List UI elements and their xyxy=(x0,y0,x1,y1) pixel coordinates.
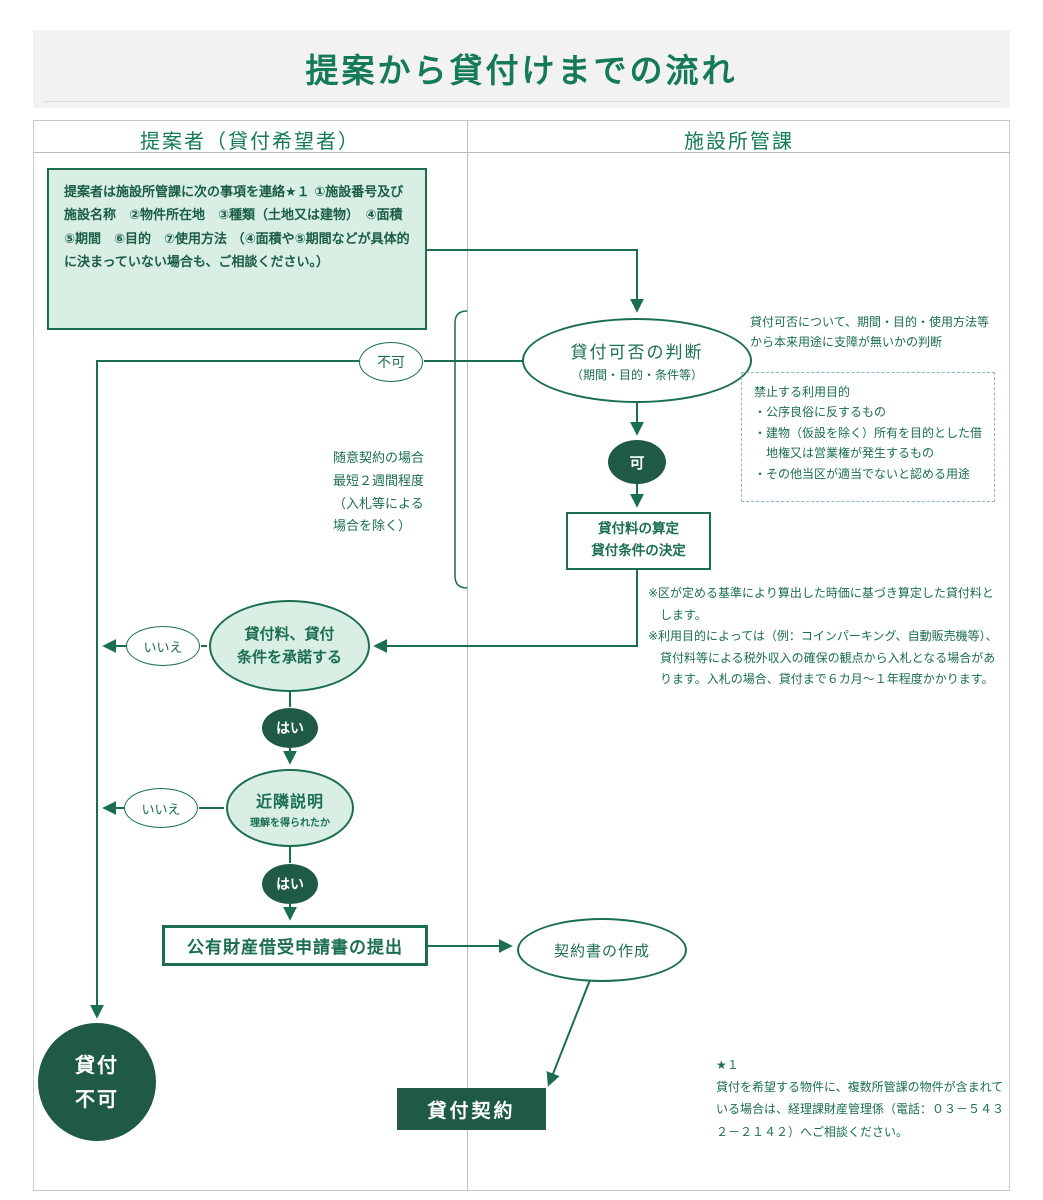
hai-node-1: はい xyxy=(262,708,318,748)
judgment-sublabel: （期間・目的・条件等） xyxy=(570,368,703,382)
column-header-proposer: 提案者（貸付希望者） xyxy=(140,129,360,153)
star-footnote-title: ★１ xyxy=(716,1058,739,1072)
fee-note-paragraph: ※利用目的によっては（例：コインパーキング、自動販売機等）、貸付料等による税外収… xyxy=(648,629,998,687)
contract-create-node: 契約書の作成 xyxy=(517,918,687,982)
hai-node-2: はい xyxy=(262,864,318,904)
contact-info-box: 提案者は施設所管課に次の事項を連絡★１ ①施設番号及び施設名称 ②物件所在地 ③… xyxy=(47,168,427,330)
fee-box-line-1: 貸付料の算定 xyxy=(598,521,679,538)
fee-box: 貸付料の算定 貸付条件の決定 xyxy=(566,512,711,570)
neighbor-sublabel: 理解を得られたか xyxy=(250,817,330,829)
column-header-department: 施設所管課 xyxy=(684,129,794,153)
neighbor-label: 近隣説明 xyxy=(255,791,324,811)
iie-node-1: いいえ xyxy=(126,626,200,666)
refused-line-1: 貸付 xyxy=(75,1053,119,1077)
judgment-node: 貸付可否の判断 （期間・目的・条件等） xyxy=(522,318,752,403)
title-underline xyxy=(43,101,1000,102)
accept-line-1: 貸付料、貸付 xyxy=(244,624,335,643)
prohibited-purposes-box: 禁止する利用目的 ・公序良俗に反するもの ・建物（仮設を除く）所有を目的とした借… xyxy=(741,372,995,502)
page-title: 提案から貸付けまでの流れ xyxy=(305,51,738,90)
fuka-node: 不可 xyxy=(359,342,423,382)
judgment-side-note: 貸付可否について、期間・目的・使用方法等から本来用途に支障が無いかの判断 xyxy=(750,315,990,350)
fee-box-line-2: 貸付条件の決定 xyxy=(591,543,686,559)
application-box: 公有財産借受申請書の提出 xyxy=(162,925,428,966)
period-note: 随意契約の場合 最短２週間程度 （入札等による 場合を除く） xyxy=(333,448,451,539)
period-note-line: 最短２週間程度 xyxy=(333,473,425,489)
period-note-line: （入札等による xyxy=(333,496,424,512)
prohibited-title: 禁止する利用目的 xyxy=(754,385,851,399)
neighbor-node: 近隣説明 理解を得られたか xyxy=(226,769,354,847)
period-note-line: 場合を除く） xyxy=(333,519,412,535)
star-footnote-body: 貸付を希望する物件に、複数所管課の物件が含まれている場合は、経理課財産管理係（電… xyxy=(716,1080,1005,1139)
contact-line-2: ①施設番号及び施設名称 ②物件所在地 ③種類（土地又は建物） ④面積 ⑤期間 ⑥… xyxy=(64,185,416,247)
star-footnote: ★１ 貸付を希望する物件に、複数所管課の物件が含まれている場合は、経理課財産管理… xyxy=(716,1054,1008,1143)
judgment-label: 貸付可否の判断 xyxy=(570,343,704,363)
prohibited-item: ・その他当区が適当でないと認める用途 xyxy=(754,466,971,481)
fee-note: ※区が定める基準により算出した時価に基づき算定した貸付料とします。 ※利用目的に… xyxy=(648,583,1000,691)
contract-box: 貸付契約 xyxy=(397,1088,546,1130)
iie-node-2: いいえ xyxy=(124,788,198,828)
column-header-rule xyxy=(33,152,1010,153)
contact-line-3: （④面積や⑤期間などが具体的に決まっていない場合も、ご相談ください。） xyxy=(64,231,410,271)
fee-note-paragraph: ※区が定める基準により算出した時価に基づき算定した貸付料とします。 xyxy=(648,586,994,622)
period-note-line: 随意契約の場合 xyxy=(333,451,425,466)
accept-node: 貸付料、貸付 条件を承諾する xyxy=(209,600,370,692)
column-divider xyxy=(467,120,468,1191)
accept-line-2: 条件を承諾する xyxy=(236,648,342,666)
prohibited-item: ・公序良俗に反するもの xyxy=(754,405,887,420)
refused-line-2: 不可 xyxy=(75,1087,119,1111)
lending-refused-node: 貸付 不可 xyxy=(38,1023,156,1141)
contact-line-1: 提案者は施設所管課に次の事項を連絡★１ xyxy=(64,185,310,200)
page-header: 提案から貸付けまでの流れ xyxy=(33,30,1010,108)
ka-node: 可 xyxy=(608,440,666,484)
prohibited-item: ・建物（仮設を除く）所有を目的とした借地権又は営業権が発生するもの xyxy=(754,425,983,461)
